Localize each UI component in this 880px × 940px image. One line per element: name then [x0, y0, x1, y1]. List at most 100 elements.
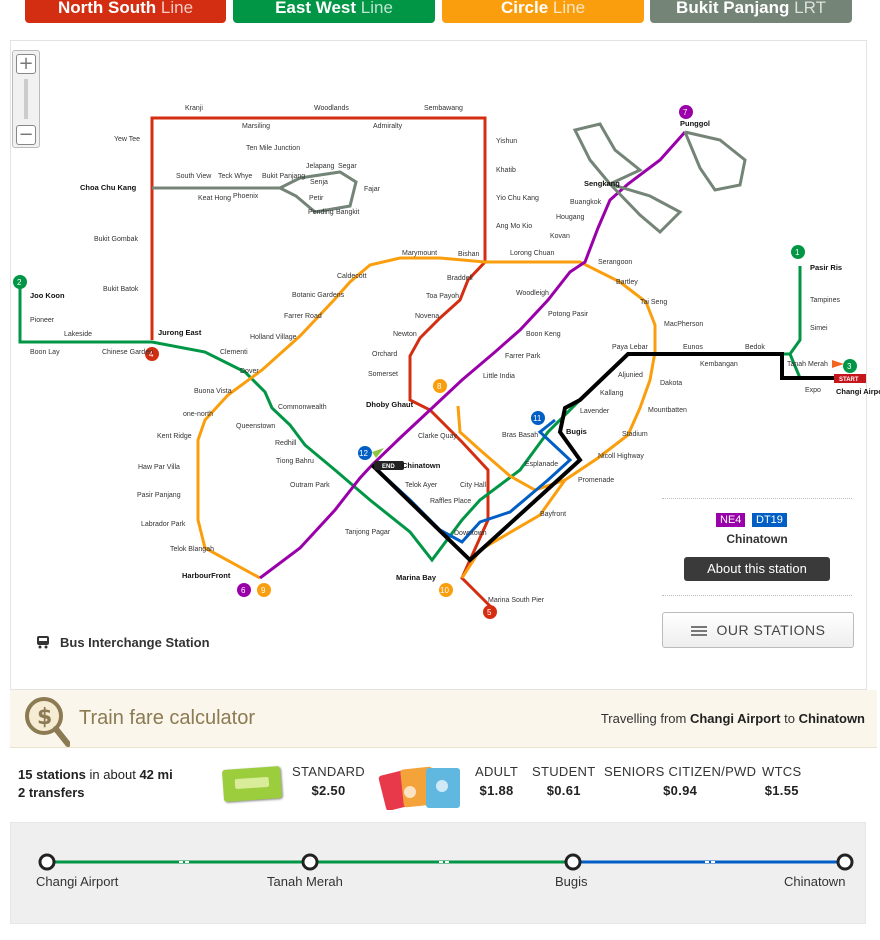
- station-label: Pending: [308, 209, 334, 216]
- station-label: Toa Payoh: [426, 293, 459, 300]
- fare-wtcs: WTCS $1.55: [762, 764, 801, 798]
- station-label: Boon Lay: [30, 349, 60, 356]
- station-label: Dover: [240, 368, 259, 375]
- station-label: Promenade: [578, 477, 614, 484]
- circle-extension-path: [460, 479, 567, 579]
- station-label: Admiralty: [373, 123, 403, 130]
- travel-from: Changi Airport: [689, 711, 781, 726]
- route-stop-dot: [301, 853, 319, 871]
- station-label: Phoenix: [233, 193, 259, 200]
- station-label: Yew Tee: [114, 136, 140, 143]
- route-strip: Changi Airport Tanah Merah Bugis Chinato…: [10, 822, 866, 924]
- zoom-slider-track[interactable]: [24, 79, 28, 119]
- north-east-line-path: [259, 131, 687, 580]
- our-stations-button[interactable]: OUR STATIONS: [662, 612, 854, 648]
- station-label: Farrer Park: [505, 353, 541, 360]
- line-number-11: 11: [533, 414, 542, 423]
- travel-summary: Travelling from Changi Airport to Chinat…: [601, 711, 865, 726]
- station-label: Eunos: [683, 344, 703, 351]
- station-count: 15 stations: [18, 767, 86, 782]
- svg-text:END: END: [382, 464, 395, 470]
- line-number-9: 9: [261, 586, 266, 595]
- station-label: Braddell: [447, 275, 473, 282]
- travel-to: Chinatown: [798, 711, 865, 726]
- tab-label: East West: [275, 0, 357, 17]
- transfer-count: 2 transfers: [18, 785, 85, 800]
- station-label: South View: [176, 173, 212, 180]
- fare-value: $1.55: [764, 783, 799, 798]
- start-marker: START: [832, 360, 866, 383]
- station-label: Hougang: [556, 214, 585, 221]
- station-label: Marymount: [402, 250, 437, 257]
- station-label: Sembawang: [424, 105, 463, 112]
- station-label: Chinese Garden: [102, 349, 153, 356]
- station-label: Marina South Pier: [488, 597, 545, 604]
- zoom-out-button[interactable]: −: [16, 125, 36, 145]
- station-label: Chinatown: [402, 461, 441, 470]
- station-label: Senja: [310, 179, 328, 186]
- station-label: MacPherson: [664, 321, 703, 328]
- station-label: Simei: [810, 325, 828, 332]
- fare-seniors: SENIORS CITIZEN/PWD $0.94: [604, 764, 756, 798]
- station-label: Queenstown: [236, 423, 275, 430]
- tab-circle-line[interactable]: Circle Line: [442, 0, 644, 23]
- station-label: Downtown: [454, 530, 487, 537]
- tab-label-suffix: Line: [360, 0, 393, 17]
- station-label: Tai Seng: [640, 299, 667, 306]
- station-label: Tampines: [810, 297, 840, 304]
- our-stations-label: OUR STATIONS: [716, 622, 826, 638]
- mrt-network-map[interactable]: 4 2 1 3 7 8 6 9 10 5 11 12 S: [0, 0, 880, 690]
- station-label: Paya Lebar: [612, 344, 648, 351]
- fare-value: $1.88: [479, 783, 514, 798]
- station-label: one-north: [183, 411, 213, 418]
- station-label: Teck Whye: [218, 173, 252, 180]
- station-label: Tiong Bahru: [276, 458, 314, 465]
- station-label: Buangkok: [570, 199, 602, 206]
- station-name: Chinatown: [726, 532, 788, 546]
- station-label: Outram Park: [290, 482, 330, 489]
- station-label: Bartley: [616, 279, 638, 286]
- station-label: Dakota: [660, 380, 682, 387]
- station-label: Lorong Chuan: [510, 250, 554, 257]
- station-label: Woodlands: [314, 105, 349, 112]
- station-label: Holland Village: [250, 334, 297, 341]
- fare-calculator-header: $ Train fare calculator Travelling from …: [10, 690, 877, 748]
- station-label: Mountbatten: [648, 407, 687, 414]
- fare-standard: STANDARD $2.50: [292, 764, 365, 798]
- zoom-in-button[interactable]: +: [16, 54, 36, 74]
- tab-label-suffix: LRT: [794, 0, 826, 17]
- tab-east-west-line[interactable]: East West Line: [233, 0, 435, 23]
- station-label: Tanjong Pagar: [345, 529, 391, 536]
- tab-north-south-line[interactable]: North South Line: [25, 0, 226, 23]
- route-stop-dot: [564, 853, 582, 871]
- station-label: Bugis: [566, 427, 587, 436]
- station-label: Bangkit: [336, 209, 359, 216]
- selected-route-path: [370, 352, 846, 563]
- about-station-button[interactable]: About this station: [684, 557, 830, 581]
- station-label: Kovan: [550, 233, 570, 240]
- station-label: Labrador Park: [141, 521, 186, 528]
- travel-prefix: Travelling from: [600, 711, 687, 726]
- line-number-2: 2: [17, 278, 22, 287]
- ez-link-cards-icon: [378, 766, 460, 810]
- station-label: Commonwealth: [278, 404, 327, 411]
- station-label: Marsiling: [242, 123, 270, 130]
- station-labels: Kranji Marsiling Woodlands Admiralty Sem…: [30, 105, 880, 604]
- trip-summary: 15 stations in about 42 mi 2 transfers: [18, 766, 173, 802]
- line-number-6: 6: [241, 586, 246, 595]
- station-label: Redhill: [275, 440, 297, 447]
- station-label: Khatib: [496, 167, 516, 174]
- fare-label: STUDENT: [532, 764, 596, 779]
- fare-adult: ADULT $1.88: [475, 764, 518, 798]
- tab-bukit-panjang-lrt[interactable]: Bukit Panjang LRT: [650, 0, 852, 23]
- bus-legend-label: Bus Interchange Station: [60, 635, 210, 650]
- station-label: Bedok: [745, 344, 765, 351]
- tab-label: Bukit Panjang: [676, 0, 790, 17]
- station-label: Clarke Quay: [418, 433, 457, 440]
- bus-icon: [37, 636, 49, 649]
- fare-value: $0.94: [663, 783, 698, 798]
- svg-text:START: START: [839, 377, 859, 383]
- station-label: Segar: [338, 163, 357, 170]
- station-label: Choa Chu Kang: [80, 183, 137, 192]
